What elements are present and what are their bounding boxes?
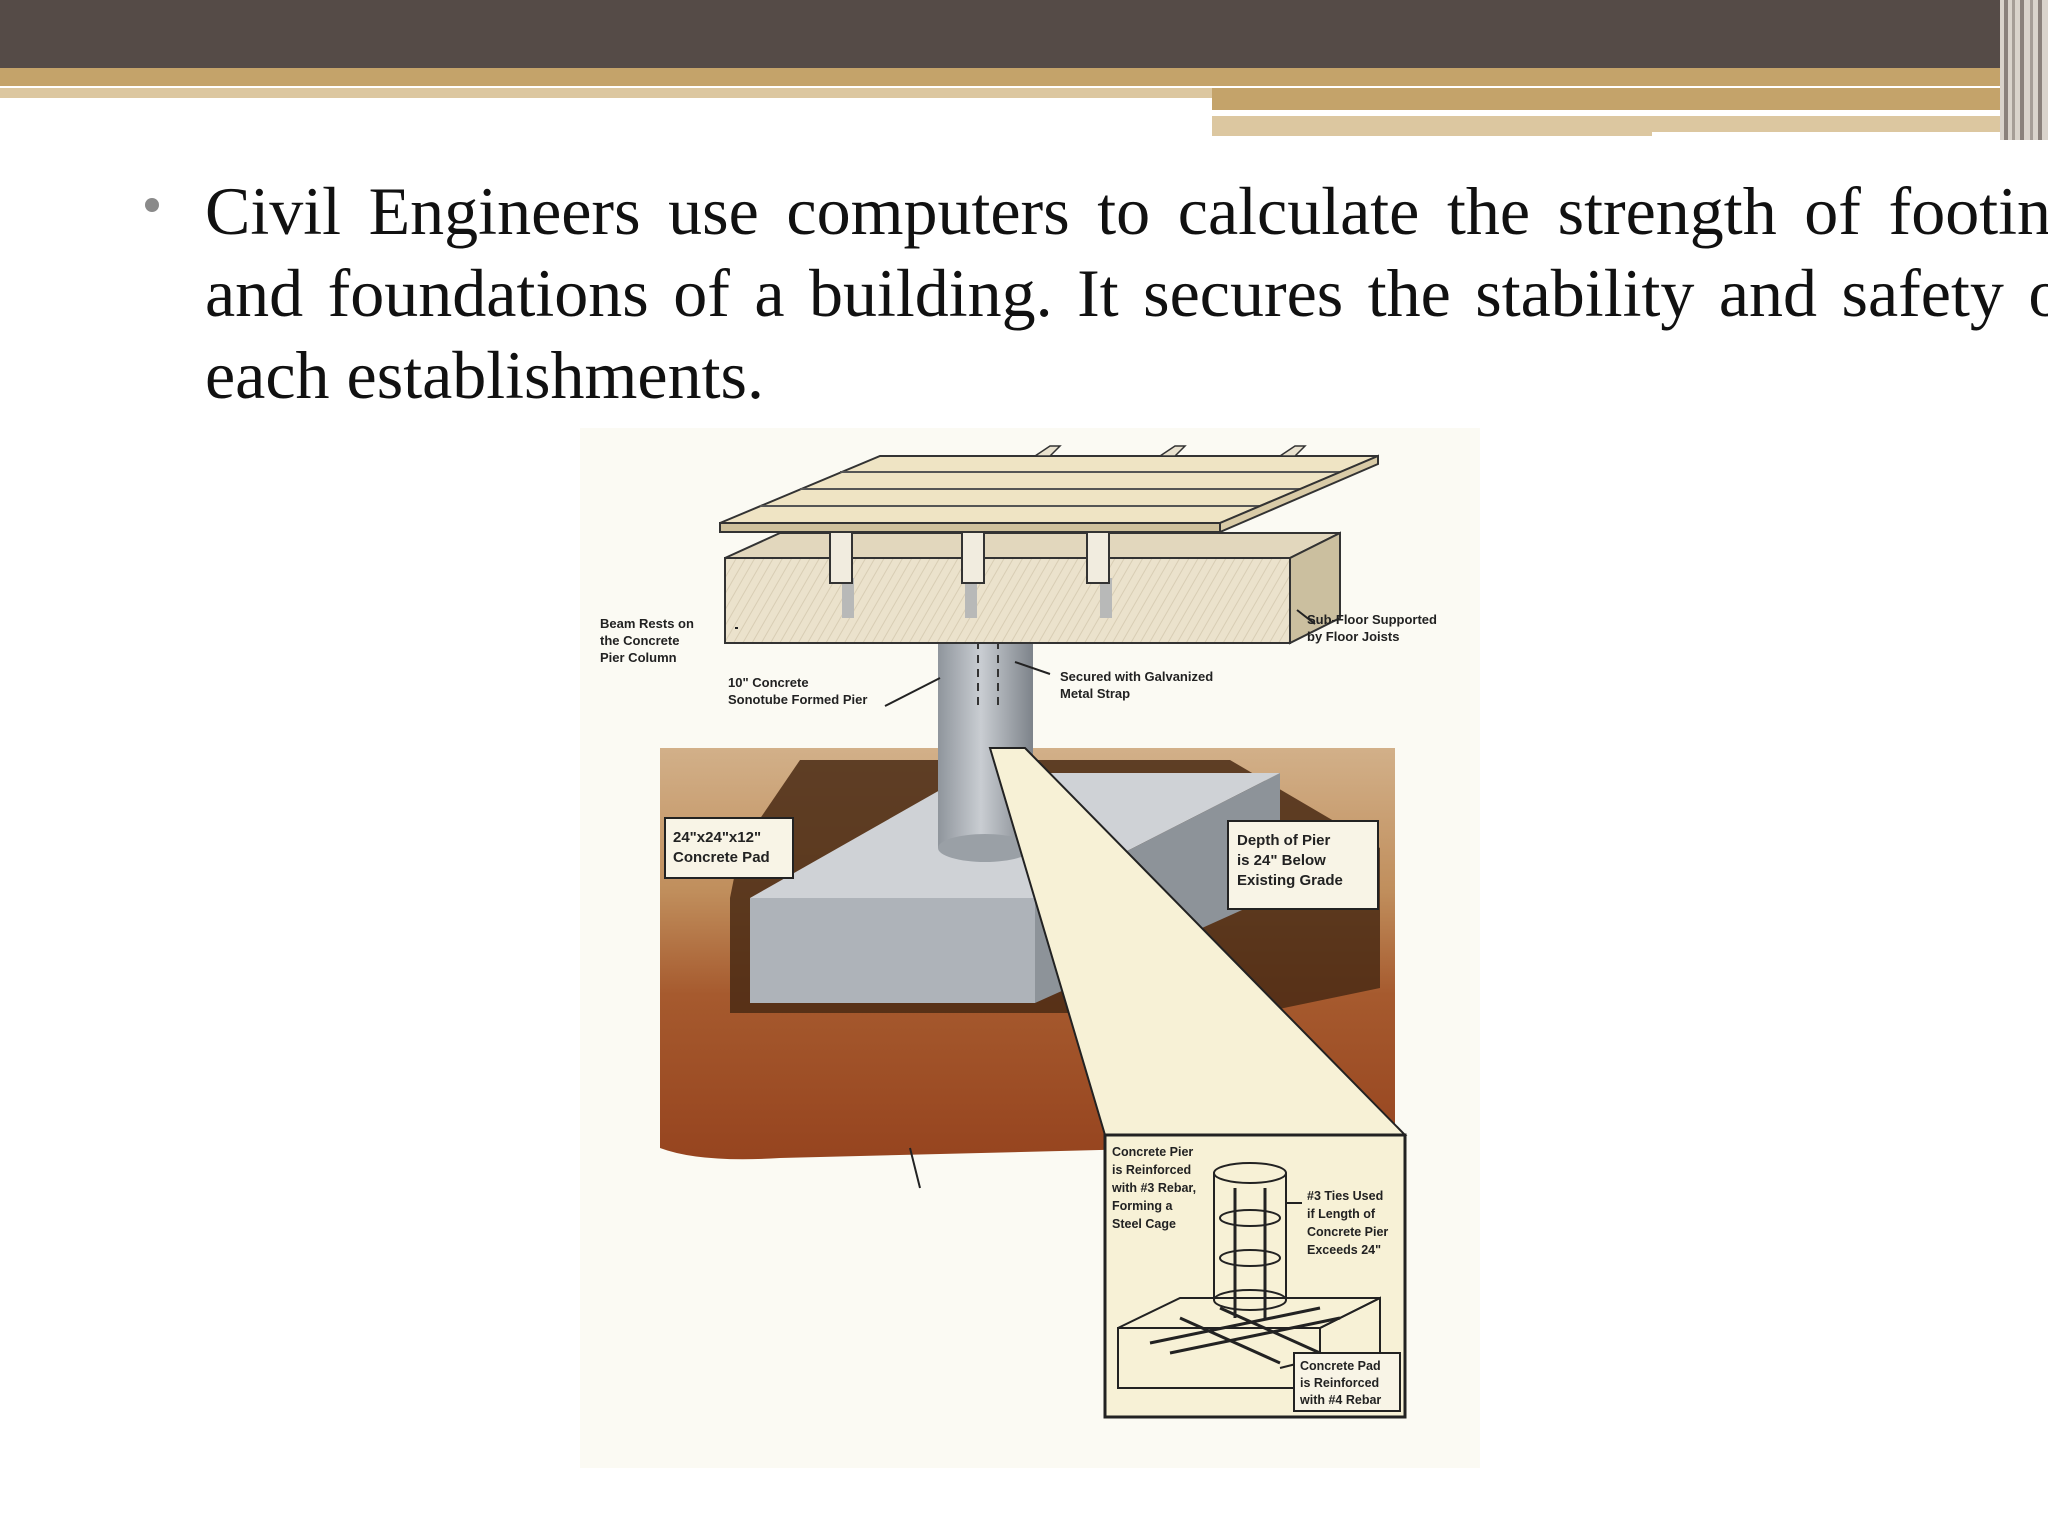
header-dark-band (0, 0, 2048, 68)
header-white-line-2 (1652, 132, 2000, 136)
pad-rebar-label-box (1293, 1352, 1401, 1412)
header-light-band (0, 88, 1212, 98)
label-ties: #3 Ties Used if Length of Concrete Pier … (1307, 1189, 1392, 1257)
leader-lines (735, 609, 1316, 1189)
beam (724, 531, 1341, 645)
label-depth: Depth of Pier is 24" Below Existing Grad… (1237, 832, 1343, 889)
floor-joists (829, 522, 1110, 584)
bullet-item: Civil Engineers use computers to calcula… (145, 170, 2048, 416)
depth-label-box (1227, 820, 1379, 910)
label-pad: 24"x24"x12" Concrete Pad (673, 829, 770, 866)
label-rebar-cage: Concrete Pier is Reinforced with #3 Reba… (1111, 1145, 1200, 1231)
subfloor-planks (719, 445, 1379, 534)
bullet-marker (145, 198, 159, 212)
slide-header-bars (0, 0, 2048, 140)
label-sub-floor: Sub-Floor Supported by Floor Joists (1307, 612, 1441, 644)
header-white-line (1212, 112, 1895, 116)
foundation-diagram: Beam Rests on the Concrete Pier Column S… (580, 428, 1480, 1468)
bullet-text: Civil Engineers use computers to calcula… (205, 173, 2048, 413)
pad-label-box (664, 817, 794, 879)
label-pad-rebar: Concrete Pad is Reinforced with #4 Rebar (1299, 1359, 1384, 1407)
label-beam-rests: Beam Rests on the Concrete Pier Column (600, 616, 698, 665)
header-right-stripes (2000, 0, 2048, 140)
label-strap: Secured with Galvanized Metal Strap (1060, 669, 1217, 701)
header-gold-step (1212, 88, 2000, 110)
header-gold-band (0, 68, 2000, 86)
label-sonotube: 10" Concrete Sonotube Formed Pier (728, 675, 867, 707)
header-light-step (1212, 116, 2000, 136)
